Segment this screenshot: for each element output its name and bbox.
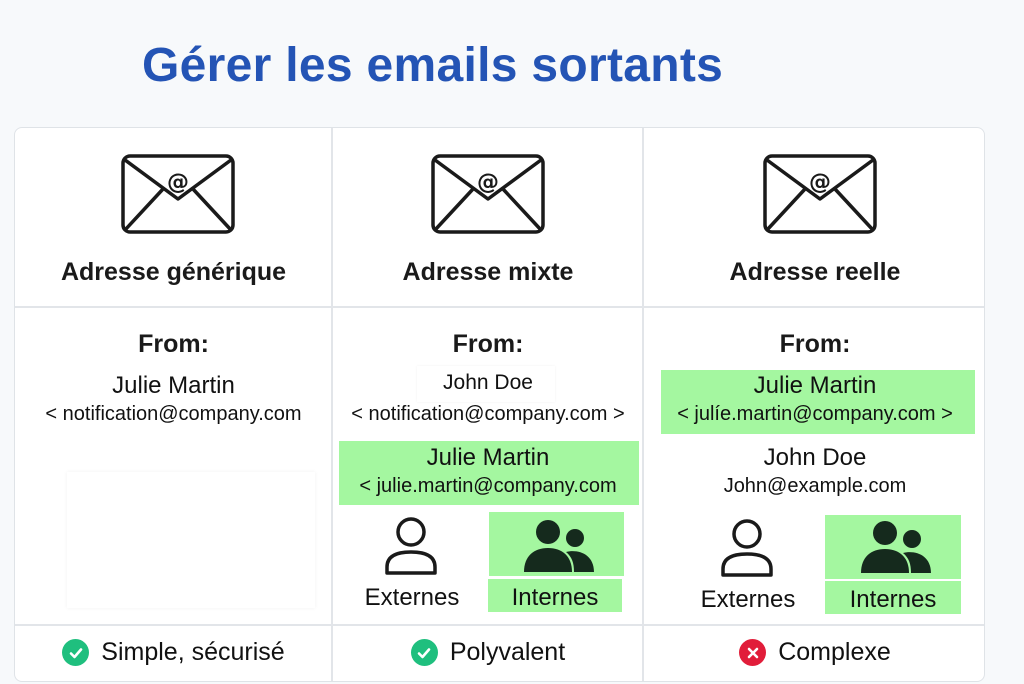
column-heading: Adresse reelle xyxy=(729,258,901,286)
divider xyxy=(15,306,984,308)
internal-highlight xyxy=(339,441,639,505)
column-mixed-address: @ Adresse mixte From: John Doe < notific… xyxy=(333,128,643,681)
sender-name: John Doe xyxy=(443,371,533,394)
internal-name: Julie Martin xyxy=(753,372,877,399)
footer-label: Complexe xyxy=(778,638,891,666)
divider xyxy=(15,624,984,626)
external-name: John Doe xyxy=(763,444,867,471)
envelope-at-icon: @ xyxy=(763,154,877,234)
name-panel xyxy=(417,366,555,402)
internes-label: Internes xyxy=(511,584,599,611)
users-group-icon xyxy=(524,520,594,572)
externes-label: Externes xyxy=(364,584,460,611)
footer-label: Simple, sécurisé xyxy=(101,638,285,666)
svg-text:@: @ xyxy=(167,170,189,195)
column-generic-address: @ Adresse générique From: Julie Martin <… xyxy=(15,128,332,681)
sender-name: Julie Martin xyxy=(112,372,235,399)
blank-panel xyxy=(67,472,315,608)
page-title: Gérer les emails sortants xyxy=(142,39,724,92)
x-circle-icon xyxy=(739,639,767,666)
internes-label-highlight xyxy=(825,581,961,614)
comparison-board: @ Adresse générique From: Julie Martin <… xyxy=(14,127,985,682)
externes-label: Externes xyxy=(700,586,796,613)
column-footer: Polyvalent xyxy=(333,638,643,667)
envelope-at-icon: @ xyxy=(121,154,235,234)
svg-text:@: @ xyxy=(477,170,499,195)
column-heading: Adresse générique xyxy=(60,258,287,286)
column-footer: Complexe xyxy=(644,638,986,667)
column-footer: Simple, sécurisé xyxy=(15,638,332,667)
divider xyxy=(331,128,333,681)
internal-highlight xyxy=(661,370,975,434)
sender-email: < notification@company.com xyxy=(45,403,302,425)
sender-email: < notification@company.com > xyxy=(351,403,625,425)
users-group-icon xyxy=(861,521,931,573)
svg-text:@: @ xyxy=(809,170,831,195)
from-label: From: xyxy=(452,330,524,358)
internal-name: Julie Martin xyxy=(426,444,550,471)
from-label: From: xyxy=(779,330,851,358)
internal-email: < julíe.martin@company.com > xyxy=(677,403,953,425)
divider xyxy=(642,128,644,681)
check-circle-icon xyxy=(62,639,90,666)
internal-email: < julie.martin@company.com xyxy=(359,475,617,497)
check-circle-icon xyxy=(410,639,438,666)
internes-label: Internes xyxy=(849,586,937,613)
column-heading: Adresse mixte xyxy=(402,258,574,286)
internes-label-highlight xyxy=(488,579,622,612)
from-label: From: xyxy=(138,330,209,358)
external-email: John@example.com xyxy=(723,475,907,497)
envelope-at-icon: @ xyxy=(431,154,545,234)
user-icon xyxy=(385,517,437,575)
column-real-address: @ Adresse reelle From: Julie Martin < ju… xyxy=(644,128,986,681)
user-icon xyxy=(721,519,773,577)
footer-label: Polyvalent xyxy=(449,638,566,666)
